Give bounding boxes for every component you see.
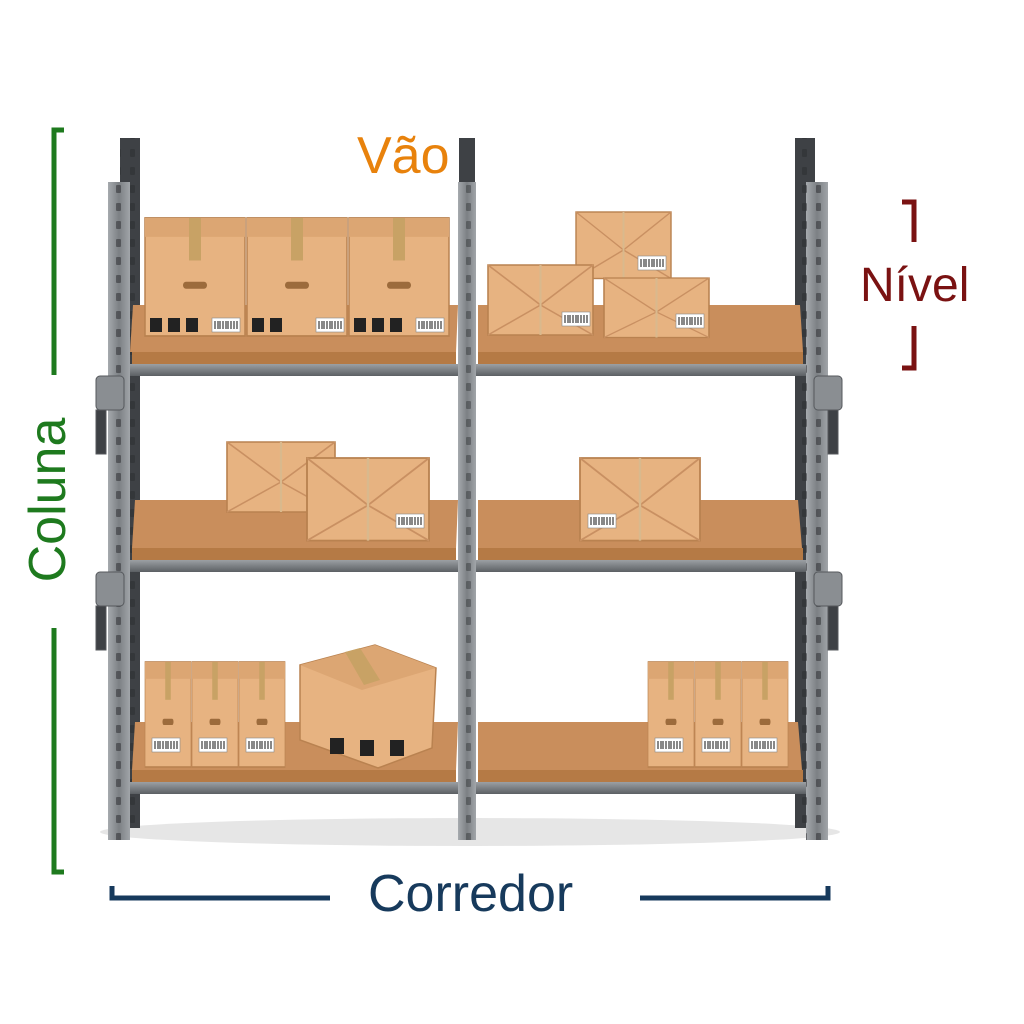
boxes-level-1 <box>144 211 711 339</box>
coluna-bracket <box>51 127 64 875</box>
front-uprights <box>108 182 828 840</box>
nivel-bracket <box>902 199 917 371</box>
nivel-label: Nível <box>860 259 970 312</box>
corredor-label: Corredor <box>368 865 574 923</box>
vao-label: Vão <box>357 127 450 185</box>
corredor-bracket <box>109 886 831 901</box>
handling-symbols-icon <box>150 318 402 332</box>
boxes-level-3 <box>144 644 789 769</box>
handling-symbols-icon <box>330 738 404 756</box>
coluna-label: Coluna <box>19 417 77 583</box>
beam-connectors <box>95 375 843 651</box>
shelf-beams <box>110 364 824 794</box>
